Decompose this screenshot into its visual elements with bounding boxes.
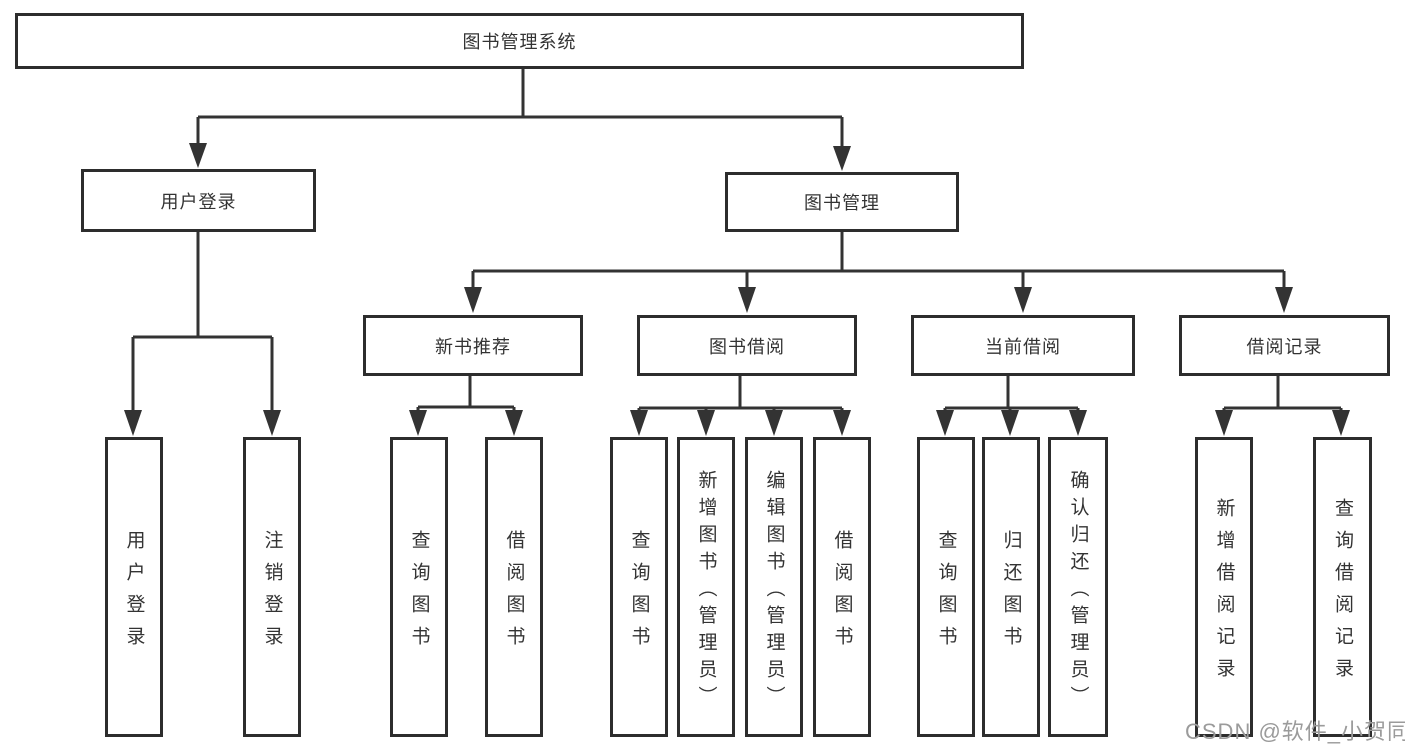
node-library-management-system: 图书管理系统 (15, 13, 1024, 69)
node-borrowing-records: 借阅记录 (1179, 315, 1390, 376)
leaf-label: 归还图书 (1000, 529, 1022, 658)
leaf-user-login: 用户登录 (105, 437, 163, 737)
leaf-confirm-return-admin: 确认归还（管理员） (1048, 437, 1108, 737)
leaf-edit-book-admin: 编辑图书（管理员） (745, 437, 803, 737)
leaf-label: 确认归还（管理员） (1067, 469, 1089, 713)
leaf-return-book: 归还图书 (982, 437, 1040, 737)
node-label: 图书管理系统 (462, 32, 577, 52)
leaf-query-books-borrow: 查询图书 (610, 437, 668, 737)
leaf-label: 编辑图书（管理员） (763, 469, 785, 713)
leaf-logout: 注销登录 (243, 437, 301, 737)
leaf-add-book-admin: 新增图书（管理员） (677, 437, 735, 737)
leaf-add-borrow-record: 新增借阅记录 (1195, 437, 1253, 737)
leaf-label: 查询图书 (408, 529, 430, 658)
leaf-label: 借阅图书 (503, 529, 525, 658)
leaf-borrow-books-recommend: 借阅图书 (485, 437, 543, 737)
leaf-label: 借阅图书 (831, 529, 853, 658)
node-label: 图书借阅 (709, 336, 785, 357)
node-book-management: 图书管理 (725, 172, 959, 232)
leaf-label: 查询借阅记录 (1332, 497, 1353, 690)
leaf-borrow-books: 借阅图书 (813, 437, 871, 737)
csdn-watermark: CSDN @软件_小贺同学 (1185, 719, 1405, 744)
node-new-book-recommendation: 新书推荐 (363, 315, 583, 376)
leaf-label: 查询图书 (628, 529, 650, 658)
node-label: 新书推荐 (435, 336, 511, 357)
node-current-borrowing: 当前借阅 (911, 315, 1135, 376)
leaf-label: 查询图书 (935, 529, 957, 658)
arrowheads (124, 143, 1350, 436)
node-label: 图书管理 (804, 193, 880, 213)
node-label: 借阅记录 (1246, 336, 1323, 357)
leaf-label: 新增图书（管理员） (695, 469, 717, 713)
leaf-label: 用户登录 (123, 529, 145, 658)
leaf-query-borrow-record: 查询借阅记录 (1313, 437, 1372, 737)
leaf-query-books-recommend: 查询图书 (390, 437, 448, 737)
leaf-label: 注销登录 (261, 529, 283, 658)
node-label: 当前借阅 (985, 336, 1061, 357)
node-book-borrowing: 图书借阅 (637, 315, 857, 376)
leaf-query-books-current: 查询图书 (917, 437, 975, 737)
node-user-login: 用户登录 (81, 169, 316, 232)
leaf-label: 新增借阅记录 (1213, 497, 1235, 690)
node-label: 用户登录 (160, 191, 237, 212)
